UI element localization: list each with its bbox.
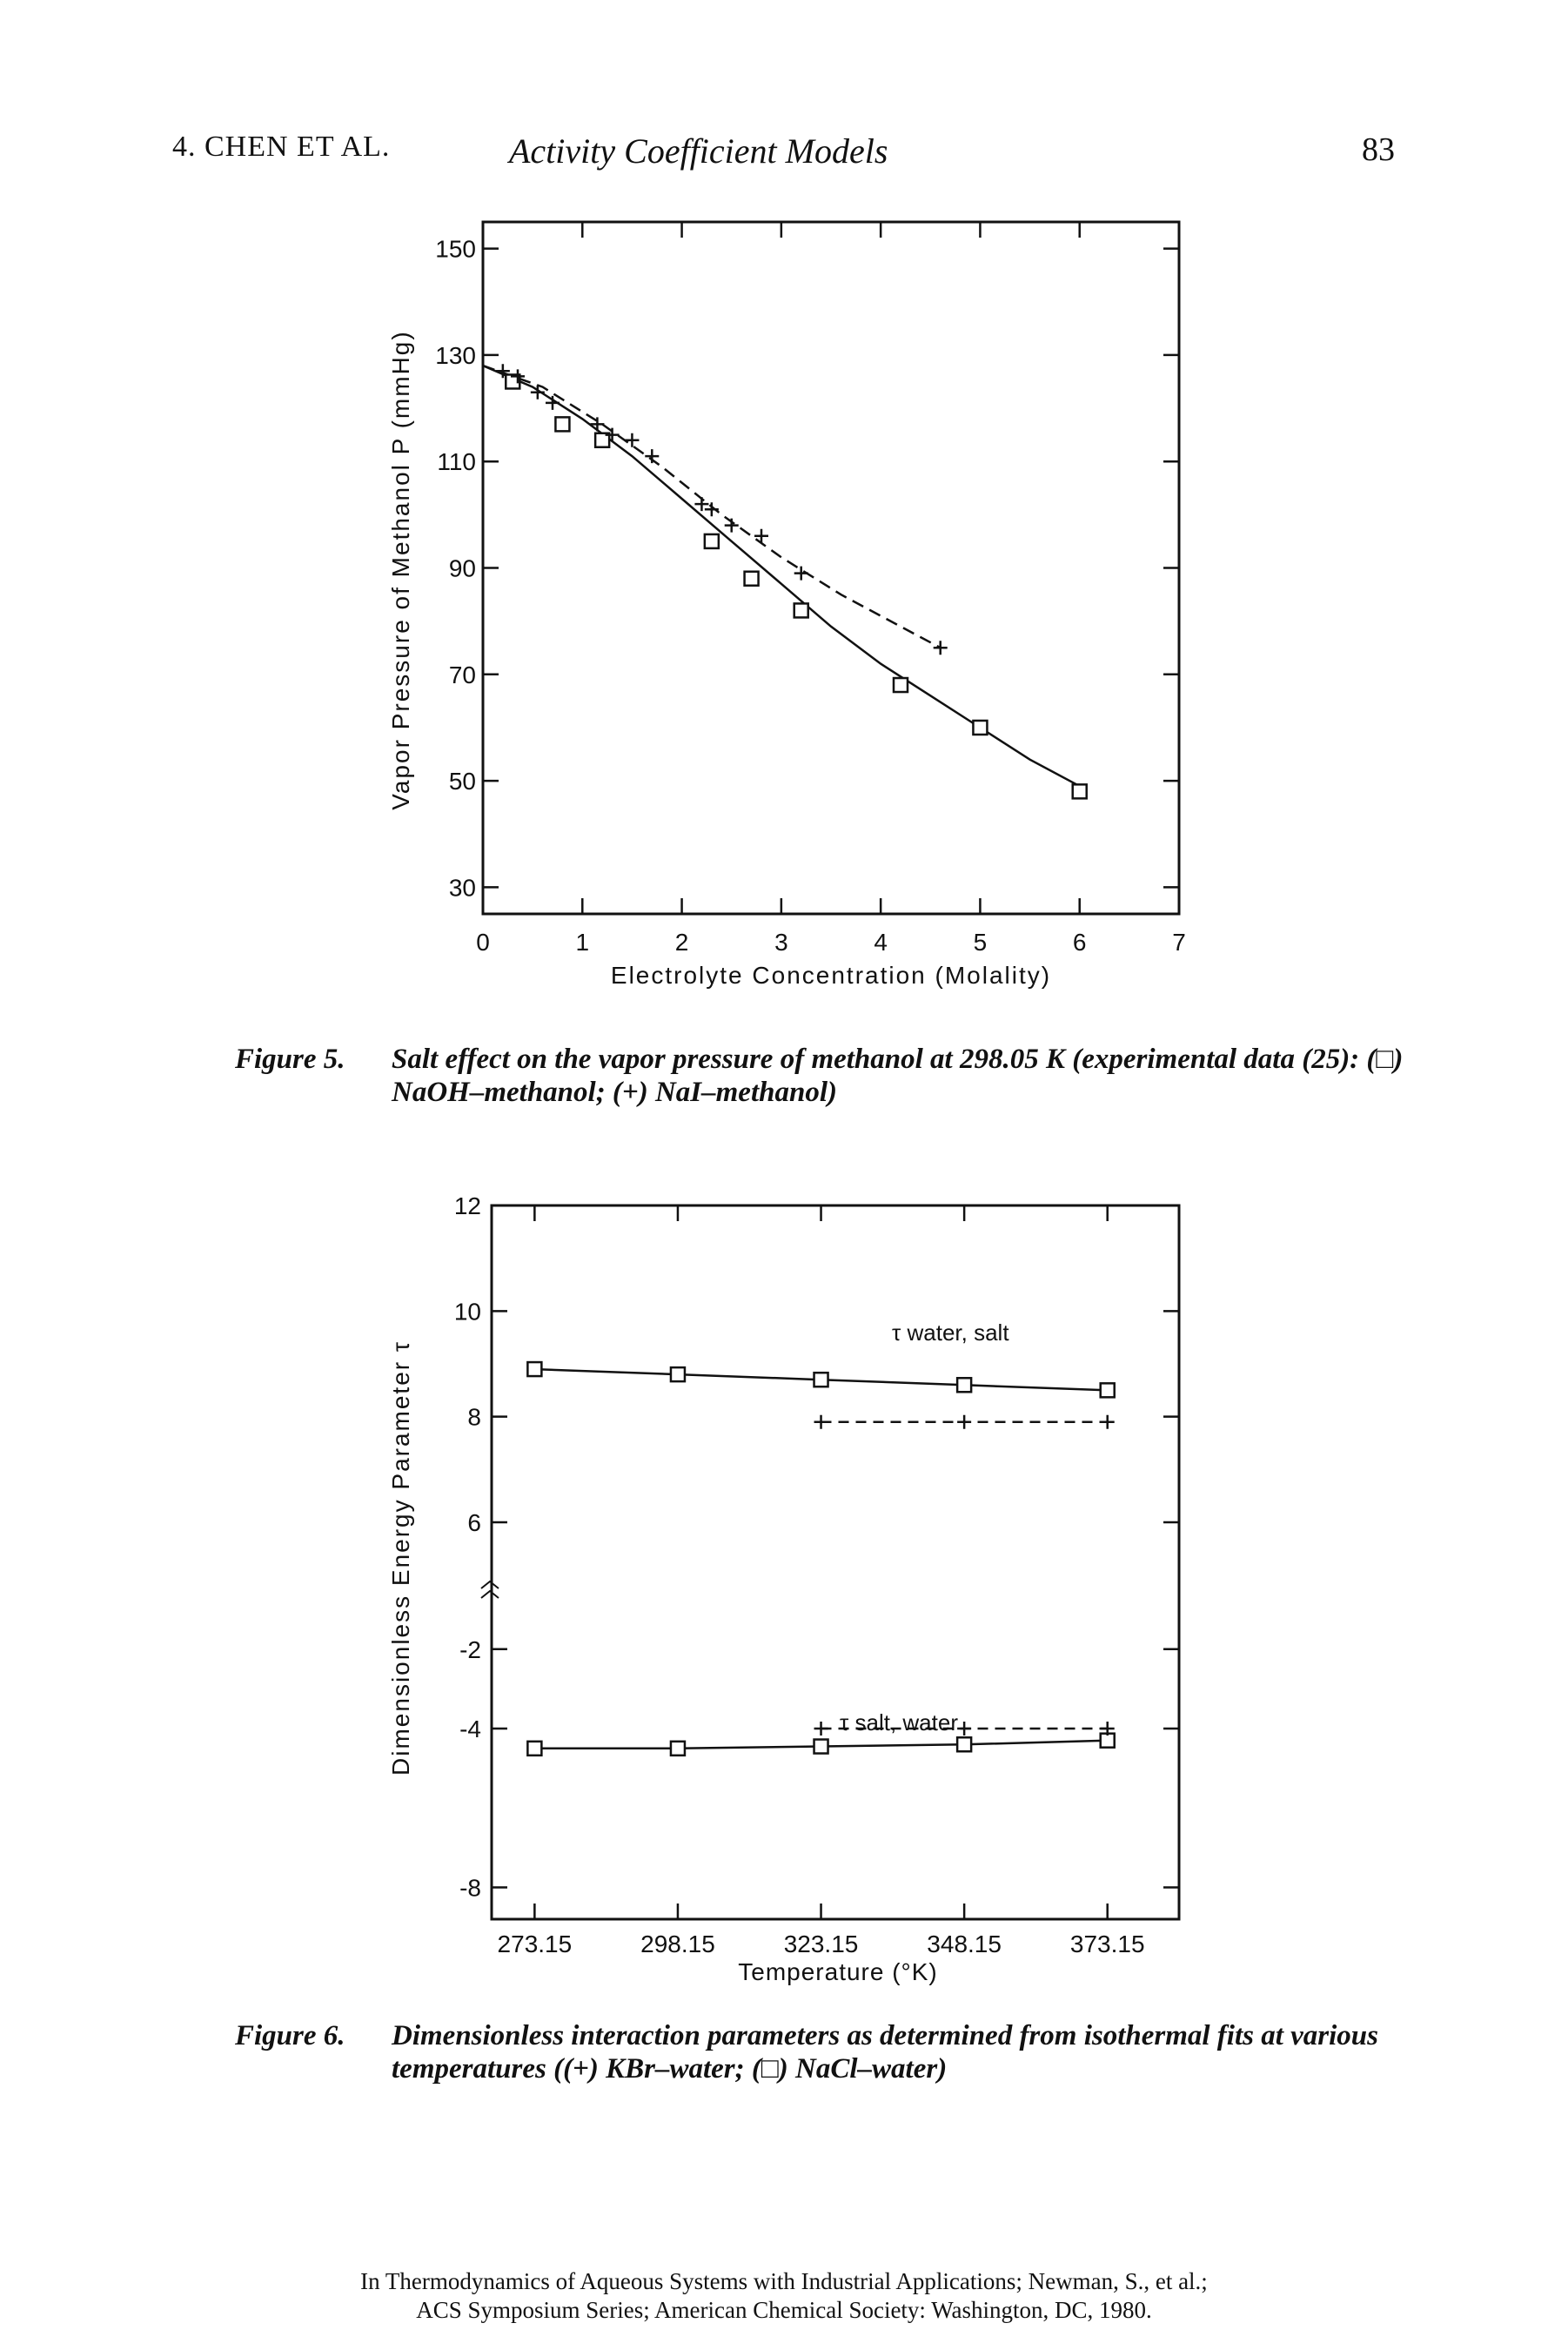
y-tick-label: -8 — [459, 1875, 481, 1902]
square-marker — [526, 1740, 543, 1757]
square-marker — [1099, 1732, 1116, 1749]
figure-5-caption: Figure 5. Salt effect on the vapor press… — [235, 1043, 1453, 1121]
y-axis-label: Dimensionless Energy Parameter τ — [387, 1340, 414, 1776]
square-marker — [813, 1738, 829, 1755]
fit-curves — [482, 364, 1081, 788]
figure-5-label: Figure 5. — [235, 1044, 345, 1075]
x-tick-label: 298.15 — [640, 1930, 715, 1957]
square-marker — [703, 533, 720, 550]
page-number: 83 — [1362, 131, 1395, 168]
x-tick-label: 4 — [874, 929, 888, 956]
plus-marker — [694, 497, 709, 512]
y-axis-label: Vapor Pressure of Methanol P (mmHg) — [387, 330, 414, 809]
x-tick-label: 7 — [1172, 929, 1186, 956]
x-tick-label: 6 — [1073, 929, 1087, 956]
plus-marker — [814, 1722, 828, 1736]
nai-fit-curve — [482, 364, 941, 649]
x-tick-label: 1 — [575, 929, 589, 956]
square-marker — [955, 1377, 973, 1393]
y-tick-label: 130 — [435, 342, 476, 369]
square-marker — [505, 373, 521, 390]
plot-frame — [481, 220, 1181, 916]
plus-marker — [957, 1414, 972, 1429]
plus-marker — [511, 369, 525, 384]
citation-line-1: In Thermodynamics of Aqueous Systems wit… — [360, 2268, 1208, 2294]
plus-marker — [495, 364, 510, 379]
square-marker — [813, 1371, 829, 1388]
x-tick-label: 5 — [974, 929, 988, 956]
y-axis: 6 8 10 12 -8 -4 -2 — [454, 1192, 1179, 1902]
citation-line-2: ACS Symposium Series; American Chemical … — [416, 2297, 1152, 2323]
citation-footer: In Thermodynamics of Aqueous Systems wit… — [0, 2267, 1568, 2325]
x-tick-label: 3 — [774, 929, 788, 956]
y-tick-label: 70 — [449, 661, 476, 688]
y-axis: 30 50 70 90 110 130 150 — [435, 236, 1179, 901]
data-points — [526, 1360, 1116, 1757]
x-tick-label: 0 — [476, 929, 490, 956]
annotation-tau-water-salt: τ water, salt — [892, 1319, 1009, 1346]
y-tick-label: 90 — [449, 555, 476, 582]
y-tick-label: 12 — [454, 1192, 481, 1219]
y-tick-label: 110 — [437, 448, 476, 475]
y-tick-label: 8 — [467, 1404, 481, 1431]
square-marker — [554, 416, 571, 433]
plus-marker — [605, 427, 620, 442]
y-tick-label: 30 — [449, 874, 476, 901]
y-tick-label: -2 — [459, 1636, 481, 1663]
square-marker — [593, 432, 611, 448]
plot-frame — [490, 1204, 1181, 1921]
data-points — [495, 364, 1088, 800]
x-axis-label: Temperature (°K) — [738, 1958, 938, 1985]
y-tick-label: 10 — [454, 1298, 481, 1325]
plus-marker — [704, 502, 719, 517]
square-marker — [793, 602, 809, 619]
naoh-fit-curve — [482, 364, 1081, 788]
y-tick-label: 6 — [467, 1509, 481, 1536]
x-tick-label: 373.15 — [1070, 1930, 1145, 1957]
square-marker — [669, 1366, 687, 1383]
square-marker — [955, 1736, 973, 1753]
plus-marker — [590, 417, 605, 432]
square-marker — [972, 719, 988, 736]
y-tick-label: -4 — [459, 1716, 481, 1742]
plus-marker — [1100, 1414, 1115, 1429]
axis-break-mark — [480, 1580, 499, 1599]
figure-5-chart: 30 50 70 90 110 130 150 0 1 2 3 4 5 6 7 Electrolyte C… — [387, 220, 1186, 989]
figure-6-label: Figure 6. — [235, 2020, 345, 2051]
plus-marker — [957, 1722, 972, 1736]
square-marker — [1099, 1382, 1116, 1399]
x-axis-label: Electrolyte Concentration (Molality) — [611, 962, 1051, 989]
running-title: Activity Coefficient Models — [509, 131, 888, 171]
y-tick-label: 150 — [435, 236, 476, 263]
chapter-authors: 4. CHEN ET AL. — [172, 131, 391, 163]
figure-6-caption: Figure 6. Dimensionless interaction para… — [235, 2019, 1453, 2098]
x-tick-label: 273.15 — [498, 1930, 573, 1957]
x-tick-label: 2 — [675, 929, 689, 956]
plus-marker — [933, 641, 948, 655]
plus-marker — [625, 433, 640, 447]
x-tick-label: 323.15 — [784, 1930, 859, 1957]
plus-marker — [546, 395, 560, 410]
plus-marker — [754, 528, 768, 543]
x-tick-label: 348.15 — [927, 1930, 1002, 1957]
plus-marker — [1100, 1722, 1115, 1736]
plus-marker — [794, 566, 808, 581]
plus-marker — [724, 518, 739, 533]
square-marker — [892, 676, 909, 694]
square-marker — [669, 1740, 687, 1757]
x-axis: 0 1 2 3 4 5 6 7 — [476, 222, 1186, 956]
figure-5-caption-text: Salt effect on the vapor pressure of met… — [392, 1044, 1404, 1108]
square-marker — [1071, 783, 1088, 800]
x-axis: 273.15 298.15 323.15 348.15 373.15 — [498, 1205, 1145, 1957]
running-head: 4. CHEN ET AL. Activity Coefficient Mode… — [0, 131, 1568, 183]
plus-marker — [645, 449, 660, 464]
figure-6-chart: 6 8 10 12 -8 -4 -2 273.15 298.15 323.15 348.15 373… — [387, 1192, 1181, 1985]
square-marker — [526, 1360, 543, 1378]
plus-marker — [814, 1414, 828, 1429]
figure-6-caption-text: Dimensionless interaction parameters as … — [392, 2020, 1378, 2085]
square-marker — [743, 570, 760, 587]
y-tick-label: 50 — [449, 768, 476, 795]
plus-marker — [530, 385, 545, 400]
annotation-tau-salt-water: τ salt, water — [840, 1709, 958, 1736]
